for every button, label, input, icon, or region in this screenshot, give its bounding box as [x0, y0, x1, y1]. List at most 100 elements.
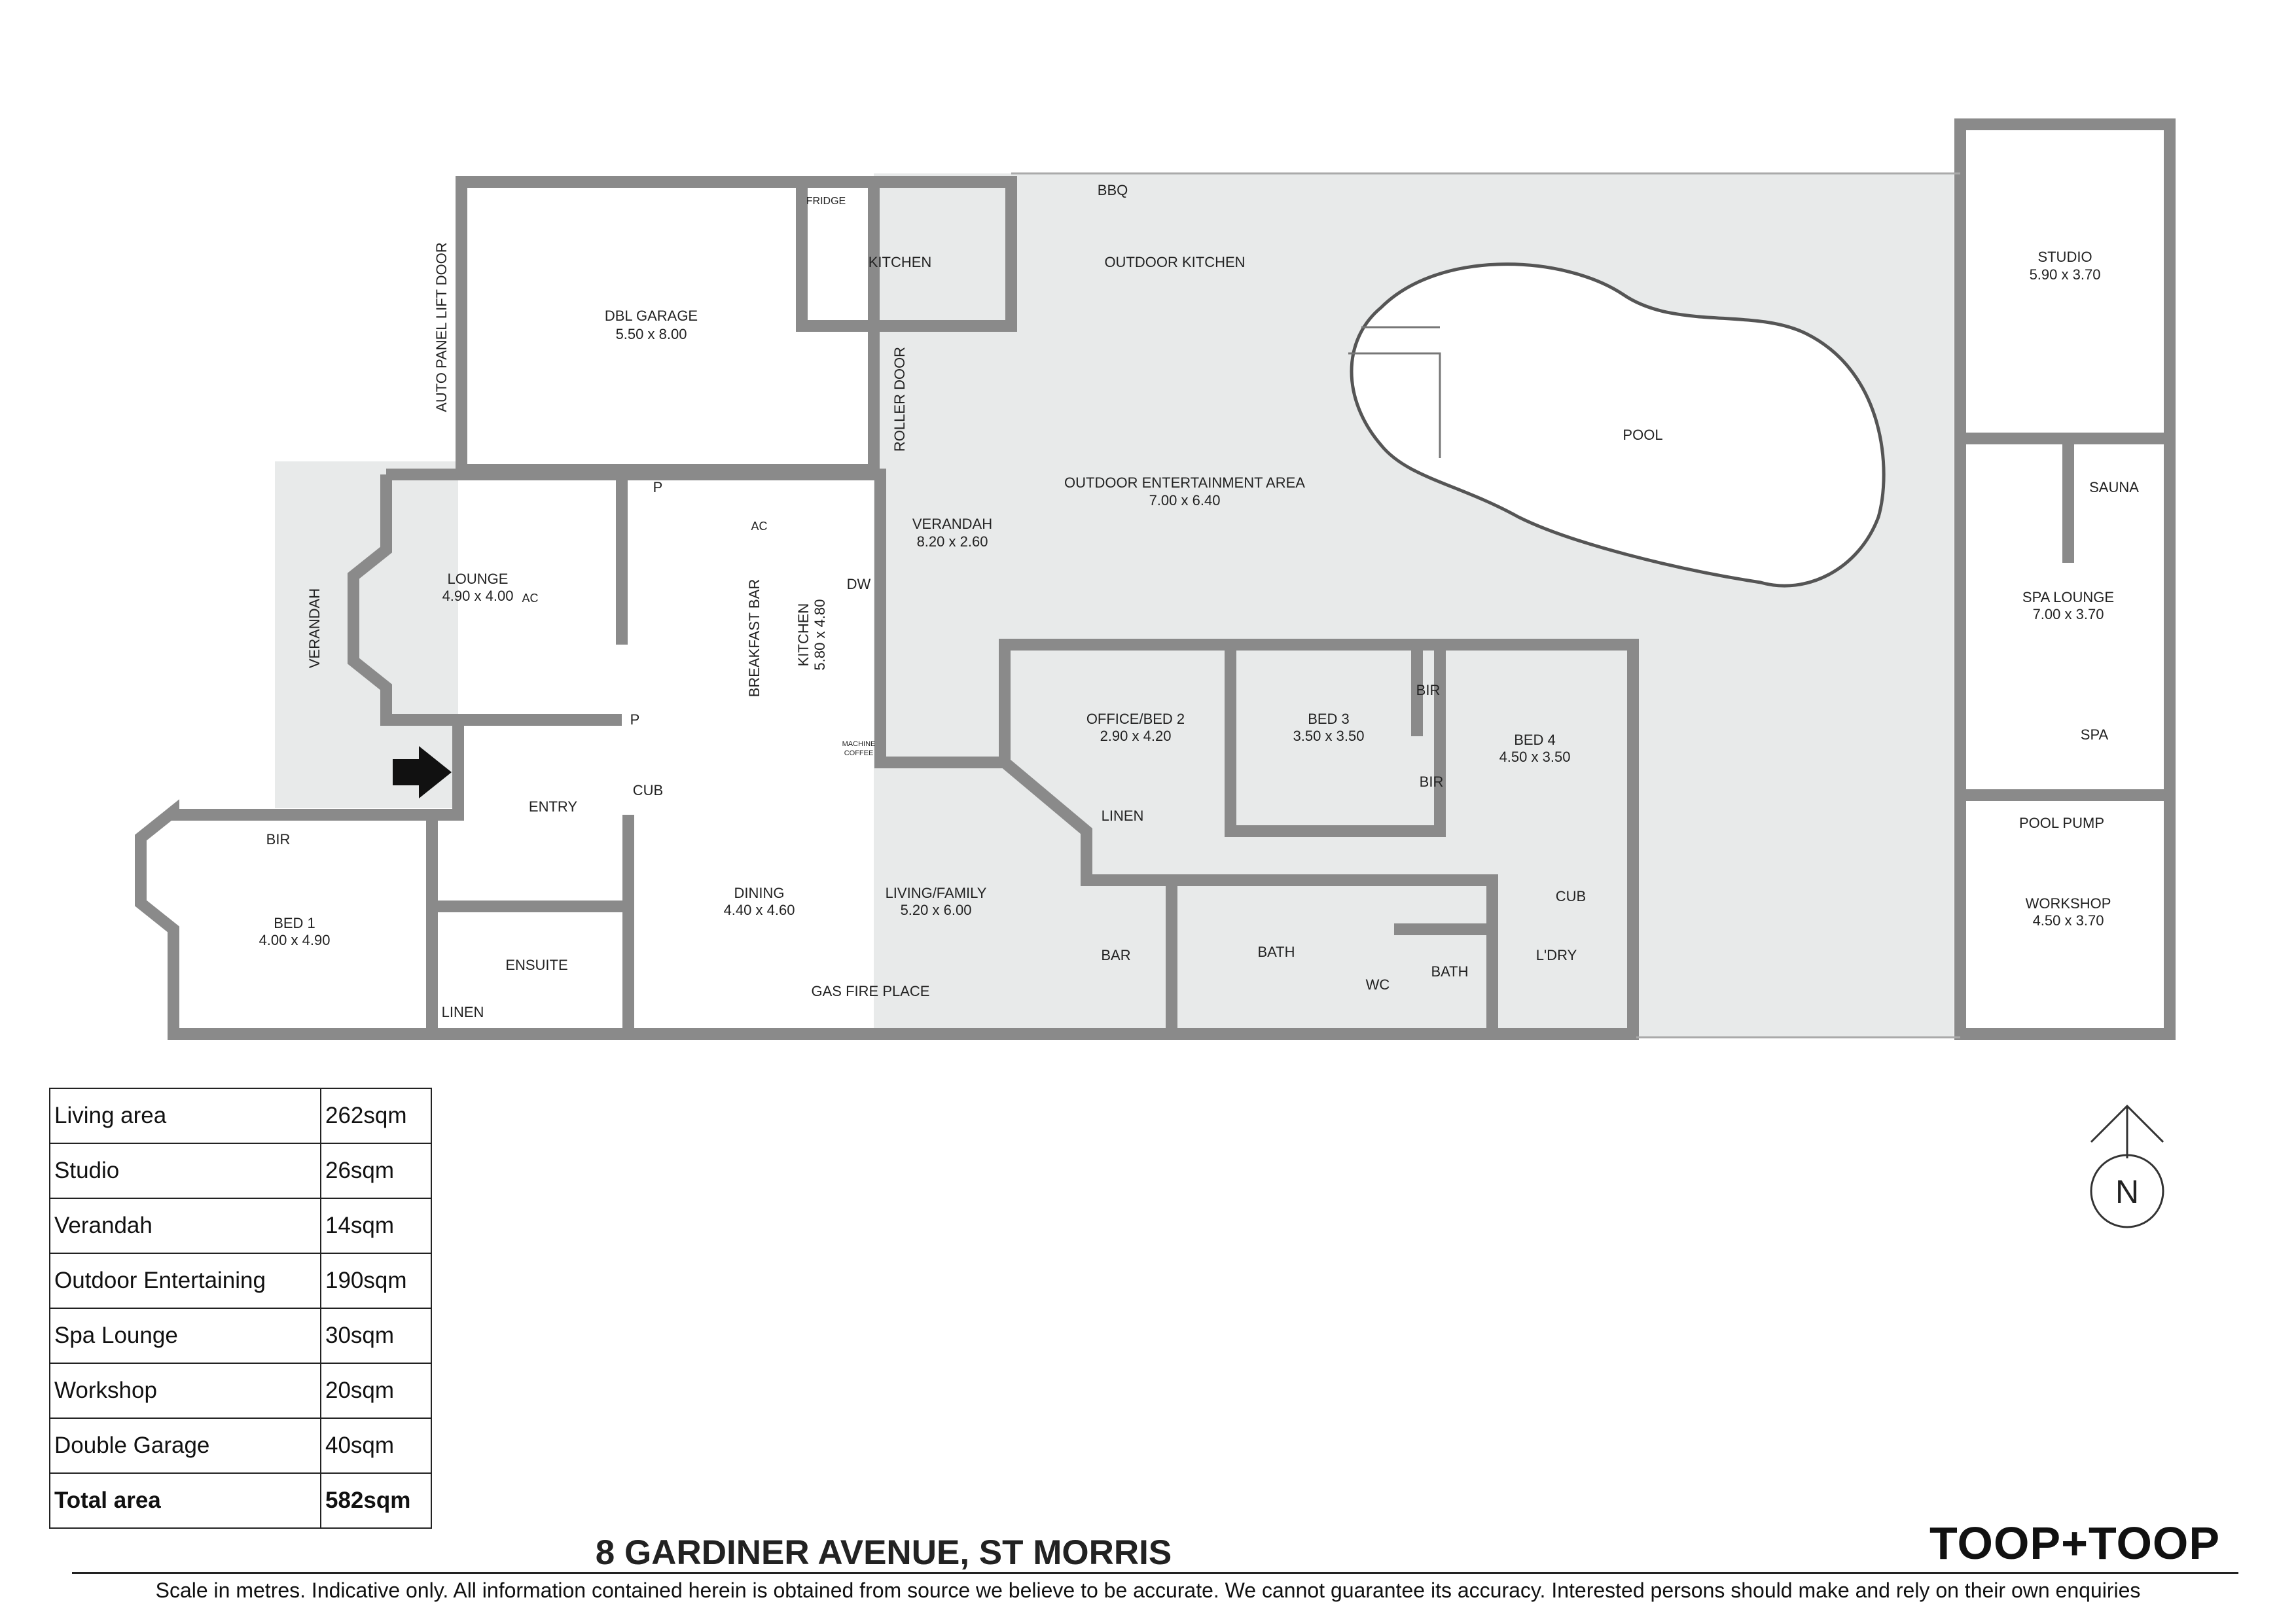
- dims-workshop: 4.50 x 3.70: [2033, 912, 2104, 929]
- label-pool: POOL: [1623, 427, 1662, 443]
- label-roller-door: ROLLER DOOR: [891, 347, 908, 452]
- dims-office: 2.90 x 4.20: [1100, 728, 1172, 744]
- ac-label: AC: [522, 592, 538, 605]
- label-spa: SPA: [2081, 726, 2109, 743]
- area-label: Total area: [49, 1472, 321, 1529]
- dims-dining: 4.40 x 4.60: [724, 902, 795, 918]
- entry-arrow-icon: [393, 746, 452, 798]
- label-kitchen-small: KITCHEN: [869, 254, 932, 270]
- label-bir-b: BIR: [1420, 774, 1444, 790]
- dims-verandah-main: 8.20 x 2.60: [917, 533, 988, 550]
- label-gas-fire: GAS FIRE PLACE: [812, 983, 930, 999]
- label-kitchen-main: KITCHEN: [795, 603, 812, 667]
- area-value: 26sqm: [320, 1143, 432, 1199]
- dims-lounge: 4.90 x 4.00: [442, 588, 514, 604]
- label-bath1: BATH: [1257, 944, 1295, 960]
- label-bbq: BBQ: [1098, 182, 1128, 198]
- label-pool-pump: POOL PUMP: [2019, 815, 2104, 831]
- label-office: OFFICE/BED 2: [1086, 711, 1185, 727]
- area-value: 14sqm: [320, 1198, 432, 1254]
- area-value: 582sqm: [320, 1472, 432, 1529]
- area-label: Studio: [49, 1143, 321, 1199]
- area-label: Living area: [49, 1088, 321, 1144]
- label-verandah-west: VERANDAH: [306, 588, 323, 668]
- label-machine: MACHINE: [842, 740, 876, 748]
- label-dw: DW: [847, 576, 871, 592]
- verandah-west-area: [275, 461, 458, 808]
- dims-bed1: 4.00 x 4.90: [259, 932, 331, 948]
- area-label: Spa Lounge: [49, 1308, 321, 1364]
- label-pantry-2: P: [630, 711, 640, 728]
- label-spa-lounge: SPA LOUNGE: [2022, 589, 2114, 605]
- label-coffee: COFFEE: [844, 749, 874, 757]
- dims-spa-lounge: 7.00 x 3.70: [2033, 606, 2104, 622]
- label-outdoor-ent: OUTDOOR ENTERTAINMENT AREA: [1064, 474, 1305, 491]
- label-auto-door: AUTO PANEL LIFT DOOR: [433, 242, 450, 412]
- area-label: Workshop: [49, 1363, 321, 1419]
- dims-dbl-garage: 5.50 x 8.00: [616, 326, 687, 342]
- label-dining: DINING: [734, 885, 785, 901]
- label-bir-a: BIR: [1416, 682, 1441, 698]
- label-verandah-main: VERANDAH: [912, 516, 992, 532]
- label-ldry: L'DRY: [1536, 947, 1577, 963]
- pool-steps: [1348, 326, 1441, 458]
- pool-shape: [1350, 262, 1886, 588]
- label-lounge: LOUNGE: [448, 571, 509, 587]
- label-bir-bed1: BIR: [266, 831, 291, 847]
- label-workshop: WORKSHOP: [2026, 895, 2111, 912]
- area-value: 190sqm: [320, 1253, 432, 1309]
- label-outdoor-kitchen: OUTDOOR KITCHEN: [1104, 254, 1245, 270]
- label-bed3: BED 3: [1308, 711, 1350, 727]
- label-wc: WC: [1366, 976, 1390, 993]
- dims-bed3: 3.50 x 3.50: [1293, 728, 1365, 744]
- disclaimer-text: Scale in metres. Indicative only. All in…: [155, 1578, 2141, 1602]
- verandah-main-area: [880, 327, 1011, 762]
- room-labels: DBL GARAGE 5.50 x 8.00 AUTO PANEL LIFT D…: [259, 182, 2140, 1020]
- area-value: 20sqm: [320, 1363, 432, 1419]
- label-linen-ensuite: LINEN: [442, 1004, 484, 1020]
- label-bar: BAR: [1101, 947, 1130, 963]
- label-fridge: FRIDGE: [806, 196, 846, 207]
- dims-studio: 5.90 x 3.70: [2030, 266, 2101, 283]
- area-label: Outdoor Entertaining: [49, 1253, 321, 1309]
- label-entry: ENTRY: [529, 798, 577, 815]
- label-bed4: BED 4: [1514, 732, 1556, 748]
- ac-label: AC: [751, 520, 767, 533]
- label-bed1: BED 1: [274, 915, 315, 931]
- label-living: LIVING/FAMILY: [886, 885, 987, 901]
- dims-living: 5.20 x 6.00: [901, 902, 972, 918]
- label-cub-ldry: CUB: [1556, 888, 1586, 904]
- brand-logo: TOOP+TOOP: [1929, 1518, 2221, 1569]
- label-cub-entry: CUB: [633, 782, 663, 798]
- dims-kitchen-main: 5.80 x 4.80: [812, 599, 828, 671]
- label-studio: STUDIO: [2037, 249, 2092, 265]
- property-address: 8 GARDINER AVENUE, ST MORRIS: [595, 1533, 1172, 1572]
- label-sauna: SAUNA: [2089, 479, 2139, 495]
- area-value: 40sqm: [320, 1418, 432, 1474]
- area-value: 30sqm: [320, 1308, 432, 1364]
- label-dbl-garage: DBL GARAGE: [605, 308, 698, 324]
- area-value: 262sqm: [320, 1088, 432, 1144]
- label-linen-hall: LINEN: [1102, 808, 1144, 824]
- dims-bed4: 4.50 x 3.50: [1499, 749, 1571, 765]
- north-arrow-icon: [2090, 1104, 2164, 1228]
- dims-outdoor-ent: 7.00 x 6.40: [1149, 492, 1221, 508]
- north-label: N: [2115, 1173, 2139, 1210]
- footer-rule: [72, 1572, 2238, 1574]
- area-label: Verandah: [49, 1198, 321, 1254]
- walls: [135, 118, 2176, 1040]
- label-pantry-1: P: [653, 479, 663, 495]
- label-ensuite: ENSUITE: [505, 957, 567, 973]
- outdoor-boundary: [1011, 172, 1960, 1039]
- label-bath2: BATH: [1431, 963, 1468, 980]
